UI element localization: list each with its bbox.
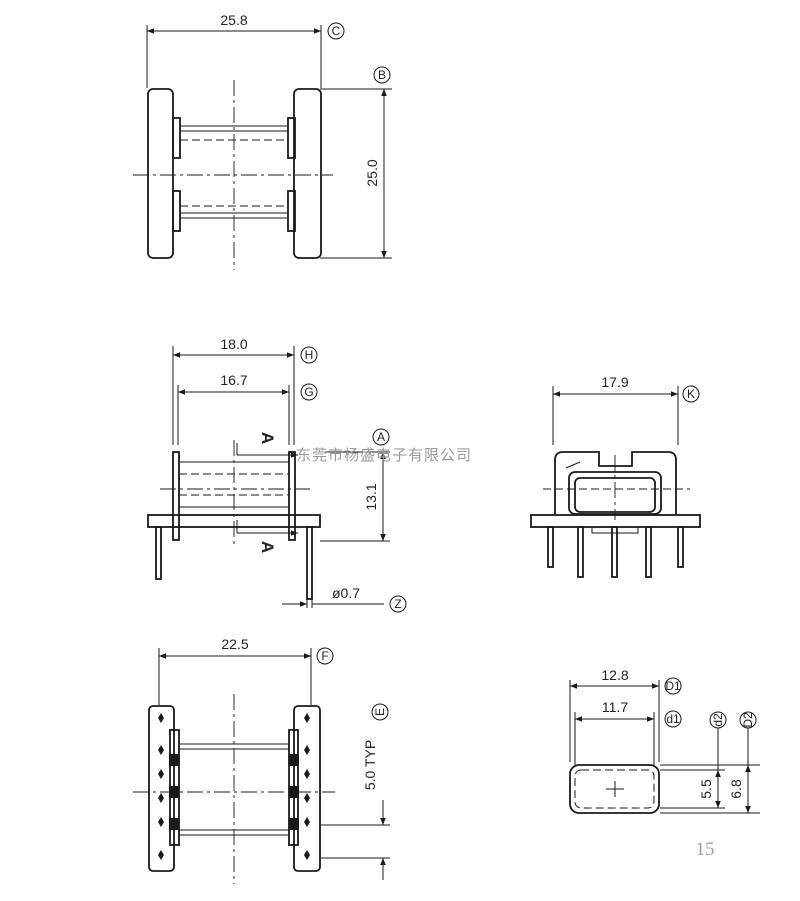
- section-inner-width-label: 11.7: [602, 699, 628, 715]
- ref-e-label: E: [373, 708, 387, 716]
- side-view: 17.9 K: [530, 374, 701, 578]
- side-width-label: 17.9: [601, 374, 628, 390]
- section-mark-bottom: A: [258, 541, 277, 553]
- pin-markers: [156, 713, 310, 860]
- ref-k-label: K: [687, 387, 695, 401]
- top-view: 25.8 C 25.0 B: [133, 12, 392, 270]
- front-height-label: 13.1: [363, 483, 379, 510]
- front-view: 18.0 H 16.7 G A A 13.1 A: [147, 336, 407, 613]
- ref-d2-outer-label: D2: [741, 712, 755, 728]
- bottom-view: 22.5 F: [133, 636, 390, 884]
- section-outer-width-label: 12.8: [601, 667, 628, 683]
- ref-g-label: G: [304, 385, 313, 399]
- ref-a-label: A: [377, 430, 385, 444]
- ref-z-label: Z: [394, 597, 401, 611]
- pin-pitch-label: 5.0 TYP: [362, 740, 378, 790]
- section-mark-top: A: [258, 432, 277, 444]
- bottom-width-label: 22.5: [221, 636, 248, 652]
- ref-b-label: B: [378, 68, 386, 82]
- front-inner-label: 16.7: [220, 372, 247, 388]
- front-outer-label: 18.0: [220, 336, 247, 352]
- ref-d1-lower-label: d1: [666, 712, 680, 726]
- top-height-label: 25.0: [364, 159, 380, 186]
- ref-f-label: F: [321, 649, 328, 663]
- ref-d2-inner-label: d2: [711, 713, 725, 727]
- section-view: 12.8 D1 11.7 d1 5.5 6.8 d2 D2: [569, 667, 760, 814]
- section-inner-height-label: 5.5: [698, 779, 714, 799]
- ref-d1-upper-label: D1: [665, 679, 681, 693]
- top-width-label: 25.8: [220, 12, 247, 28]
- pin-diameter-label: ø0.7: [332, 585, 360, 601]
- page-number: 15: [696, 839, 715, 860]
- section-outer-height-label: 6.8: [728, 779, 744, 799]
- company-watermark: 东莞市杨盛电子有限公司: [296, 446, 472, 464]
- ref-h-label: H: [305, 348, 314, 362]
- ref-c-label: C: [332, 24, 341, 38]
